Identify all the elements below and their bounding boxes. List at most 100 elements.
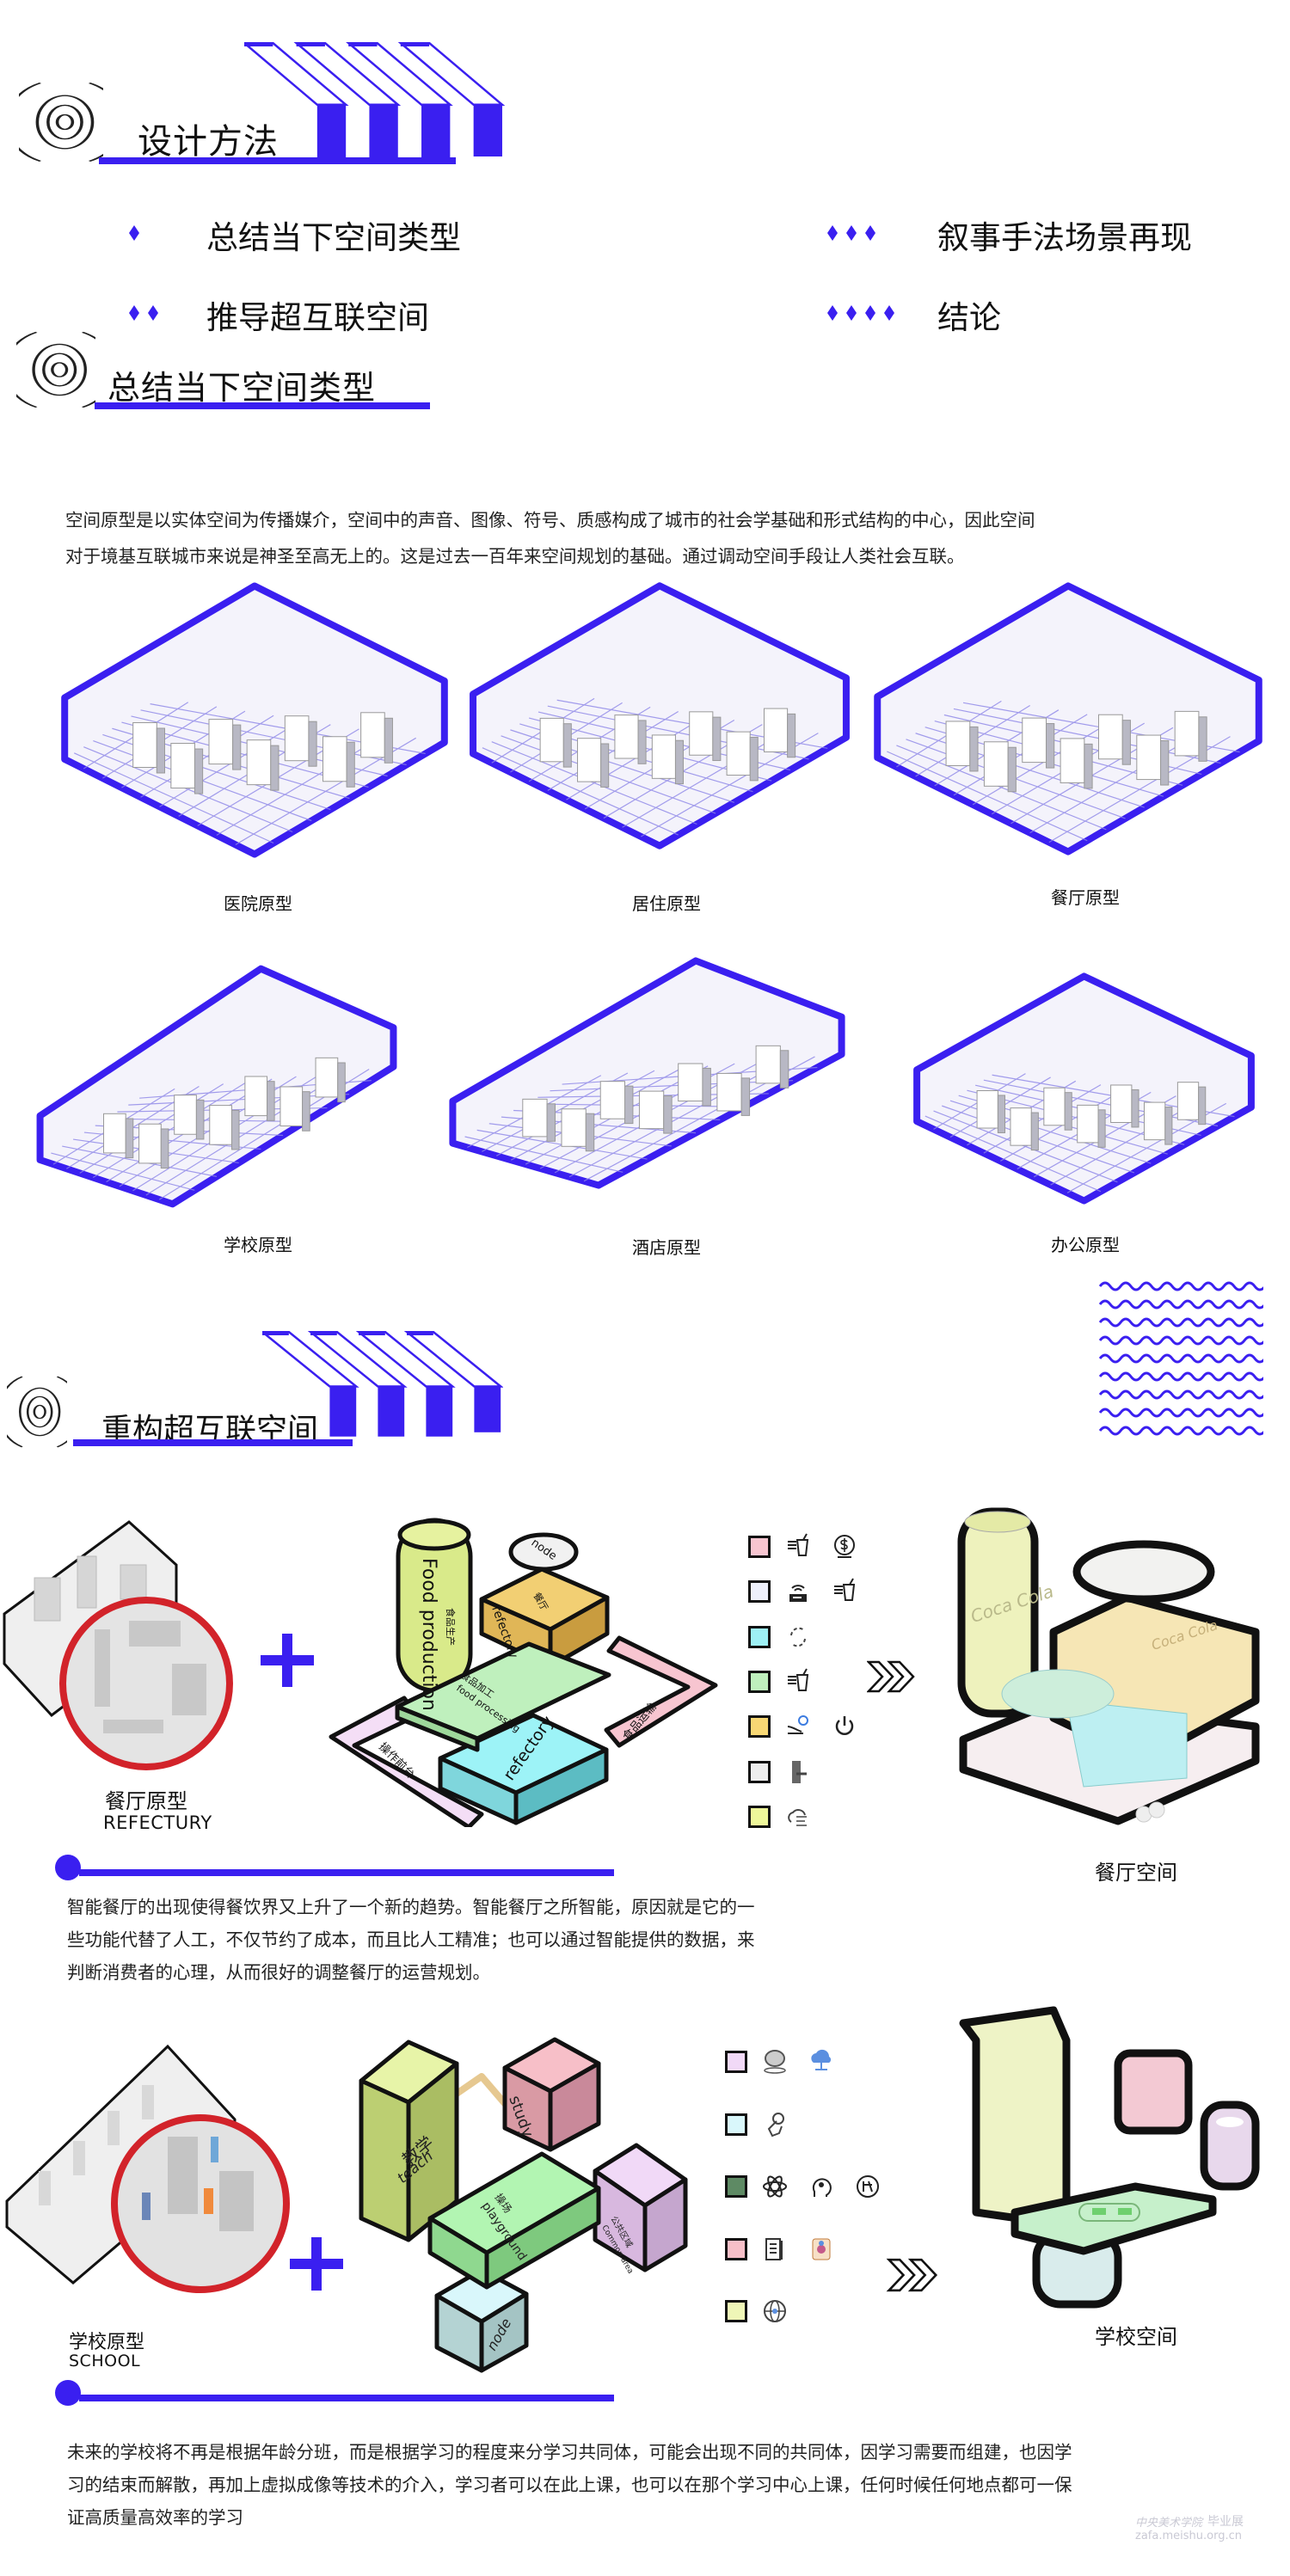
wave-line bbox=[1098, 1371, 1263, 1382]
school-prototype-drawing bbox=[36, 965, 397, 1208]
stripe-bar bbox=[369, 104, 398, 162]
globe-network-icon bbox=[764, 2300, 786, 2322]
prototype-label-residence: 居住原型 bbox=[632, 893, 701, 914]
generation-cycle-icon bbox=[857, 2175, 879, 2198]
stripe-cap bbox=[400, 42, 430, 46]
wave-line bbox=[1098, 1353, 1263, 1364]
space-prototype-description: 空间原型是以实体空间为传播媒介，空间中的声音、图像、符号、质感构成了城市的社会学… bbox=[65, 504, 1035, 573]
divider-dot bbox=[55, 2380, 81, 2406]
interior-walls bbox=[976, 1082, 1207, 1151]
legend-color-swatch bbox=[725, 2113, 747, 2136]
atom-icon bbox=[763, 2175, 787, 2198]
plus-icon bbox=[290, 2237, 343, 2291]
office-prototype-drawing bbox=[913, 972, 1255, 1205]
method-label: 叙事手法场景再现 bbox=[937, 219, 1192, 256]
stripe-cap bbox=[407, 1331, 433, 1335]
legend-row bbox=[748, 1758, 812, 1786]
paragraph-line: 习的结束而解散，再加上虚拟成像等技术的介入，学习者可以在此上课，也可以在那个学习… bbox=[67, 2475, 1072, 2495]
school-description: 未来的学校将不再是根据年龄分班，而是根据学习的程度来分学习共同体，可能会出现不同… bbox=[67, 2436, 1072, 2534]
hotel-prototype-drawing bbox=[449, 957, 845, 1189]
method-item-2[interactable]: 推导超互联空间 bbox=[129, 291, 429, 338]
school-prototype-image bbox=[5, 2044, 290, 2293]
diamond-marker bbox=[865, 305, 875, 321]
refectory-description: 智能餐厅的出现使得餐饮界又上升了一个新的趋势。智能餐厅之所智能，原因就是它的一 … bbox=[67, 1892, 755, 1990]
transport-bracket bbox=[604, 1635, 718, 1748]
stripe-cap bbox=[296, 42, 325, 46]
diamond-marker bbox=[129, 225, 139, 241]
school-space-label: 学校空间 bbox=[1095, 2325, 1177, 2349]
interior-walls bbox=[539, 708, 796, 788]
plus-icon bbox=[261, 1634, 314, 1687]
refectory-prototype-image bbox=[3, 1520, 233, 1770]
hand-tray-icon bbox=[787, 1715, 808, 1735]
diamond-marker bbox=[846, 225, 857, 241]
legend-row bbox=[748, 1533, 858, 1561]
concentric-circles-icon bbox=[19, 82, 103, 163]
interior-walls bbox=[945, 710, 1207, 793]
legend-row bbox=[725, 2111, 789, 2138]
cloud-server-icon bbox=[811, 2049, 832, 2070]
watermark-logo-text: 中央美术学院 bbox=[1135, 2516, 1203, 2530]
paragraph-line: 空间原型是以实体空间为传播媒介，空间中的声音、图像、符号、质感构成了城市的社会学… bbox=[65, 510, 1035, 531]
divider-line bbox=[79, 2395, 614, 2401]
method-item-1[interactable]: 总结当下空间类型 bbox=[129, 212, 461, 258]
interior-walls bbox=[103, 1057, 346, 1169]
diamond-marker bbox=[884, 305, 894, 321]
power-icon bbox=[835, 1716, 854, 1736]
prototype-label-office: 办公原型 bbox=[1051, 1235, 1120, 1255]
watermark-url: zafa.meishu.org.cn bbox=[1135, 2530, 1242, 2542]
diamond-marker bbox=[129, 305, 139, 321]
document-icon bbox=[765, 2237, 783, 2260]
diamond-marker bbox=[846, 305, 857, 321]
school-space-render bbox=[959, 2006, 1260, 2309]
school-prototype-label: 学校原型 bbox=[69, 2332, 145, 2353]
wave-line bbox=[1098, 1426, 1263, 1436]
method-item-4[interactable]: 结论 bbox=[827, 291, 1001, 338]
food-drink-icon bbox=[788, 1533, 809, 1556]
paragraph-line: 证高质量高效率的学习 bbox=[67, 2507, 243, 2528]
paragraph-line: 些功能代替了人工，不仅节约了成本，而且比人工精准；也可以通过智能提供的数据，来 bbox=[67, 1929, 755, 1950]
school-prototype-label-en: SCHOOL bbox=[69, 2352, 141, 2371]
stripes-decoration bbox=[244, 42, 505, 162]
paragraph-line: 未来的学校将不再是根据年龄分班，而是根据学习的程度来分学习共同体，可能会出现不同… bbox=[67, 2442, 1072, 2463]
method-label: 总结当下空间类型 bbox=[206, 219, 461, 256]
section-title: 总结当下空间类型 bbox=[108, 369, 377, 407]
stripe-bar bbox=[426, 1386, 453, 1437]
wave-line bbox=[1098, 1281, 1263, 1291]
wave-line bbox=[1098, 1389, 1263, 1400]
restaurant-prototype-drawing bbox=[874, 582, 1262, 856]
router-icon bbox=[789, 1585, 807, 1603]
front-desk-bracket bbox=[329, 1696, 484, 1827]
stripe-cap bbox=[310, 1331, 337, 1335]
method-item-3[interactable]: 叙事手法场景再现 bbox=[827, 212, 1192, 258]
food-drink-icon bbox=[788, 1668, 809, 1691]
legend-row bbox=[748, 1668, 812, 1696]
divider-line bbox=[79, 1869, 614, 1876]
chevrons-right-icon bbox=[886, 2258, 938, 2292]
watermark: 中央美术学院 毕业展 zafa.meishu.org.cn bbox=[1135, 2512, 1244, 2542]
stripe-cap bbox=[348, 42, 378, 46]
cloud-network-icon bbox=[788, 1808, 807, 1826]
paragraph-line: 智能餐厅的出现使得餐饮界又上升了一个新的趋势。智能餐厅之所智能，原因就是它的一 bbox=[67, 1897, 755, 1917]
legend-color-swatch bbox=[748, 1625, 771, 1648]
paragraph-line: 对于境基互联城市来说是神圣至高无上的。这是过去一百年来空间规划的基础。通过调动空… bbox=[65, 546, 965, 567]
interior-walls bbox=[132, 712, 393, 794]
legend-color-swatch bbox=[748, 1580, 771, 1604]
door-handle-icon bbox=[792, 1760, 807, 1783]
title-underline bbox=[73, 1439, 353, 1446]
method-label: 结论 bbox=[937, 299, 1001, 336]
wave-line bbox=[1098, 1299, 1263, 1309]
legend-row bbox=[748, 1713, 858, 1740]
diamond-markers bbox=[129, 305, 206, 324]
stripe-bar bbox=[421, 104, 451, 162]
legend-color-swatch bbox=[725, 2175, 747, 2198]
refectory-prototype-label: 餐厅原型 bbox=[105, 1789, 187, 1813]
refectory-space-render: Coca Cola Coca Cola bbox=[957, 1507, 1260, 1825]
touch-hand-icon bbox=[767, 2112, 784, 2137]
wave-line bbox=[1098, 1408, 1263, 1418]
title-underline bbox=[95, 402, 430, 409]
section-header-reconstruct: 重构超互联空间 bbox=[0, 1324, 516, 1453]
node-disc bbox=[508, 1532, 579, 1572]
food-production-cn: 食品生产 bbox=[445, 1608, 457, 1646]
refectory-function-diagram: Food production 食品生产 node 餐厅 refectory 食… bbox=[329, 1518, 718, 1827]
